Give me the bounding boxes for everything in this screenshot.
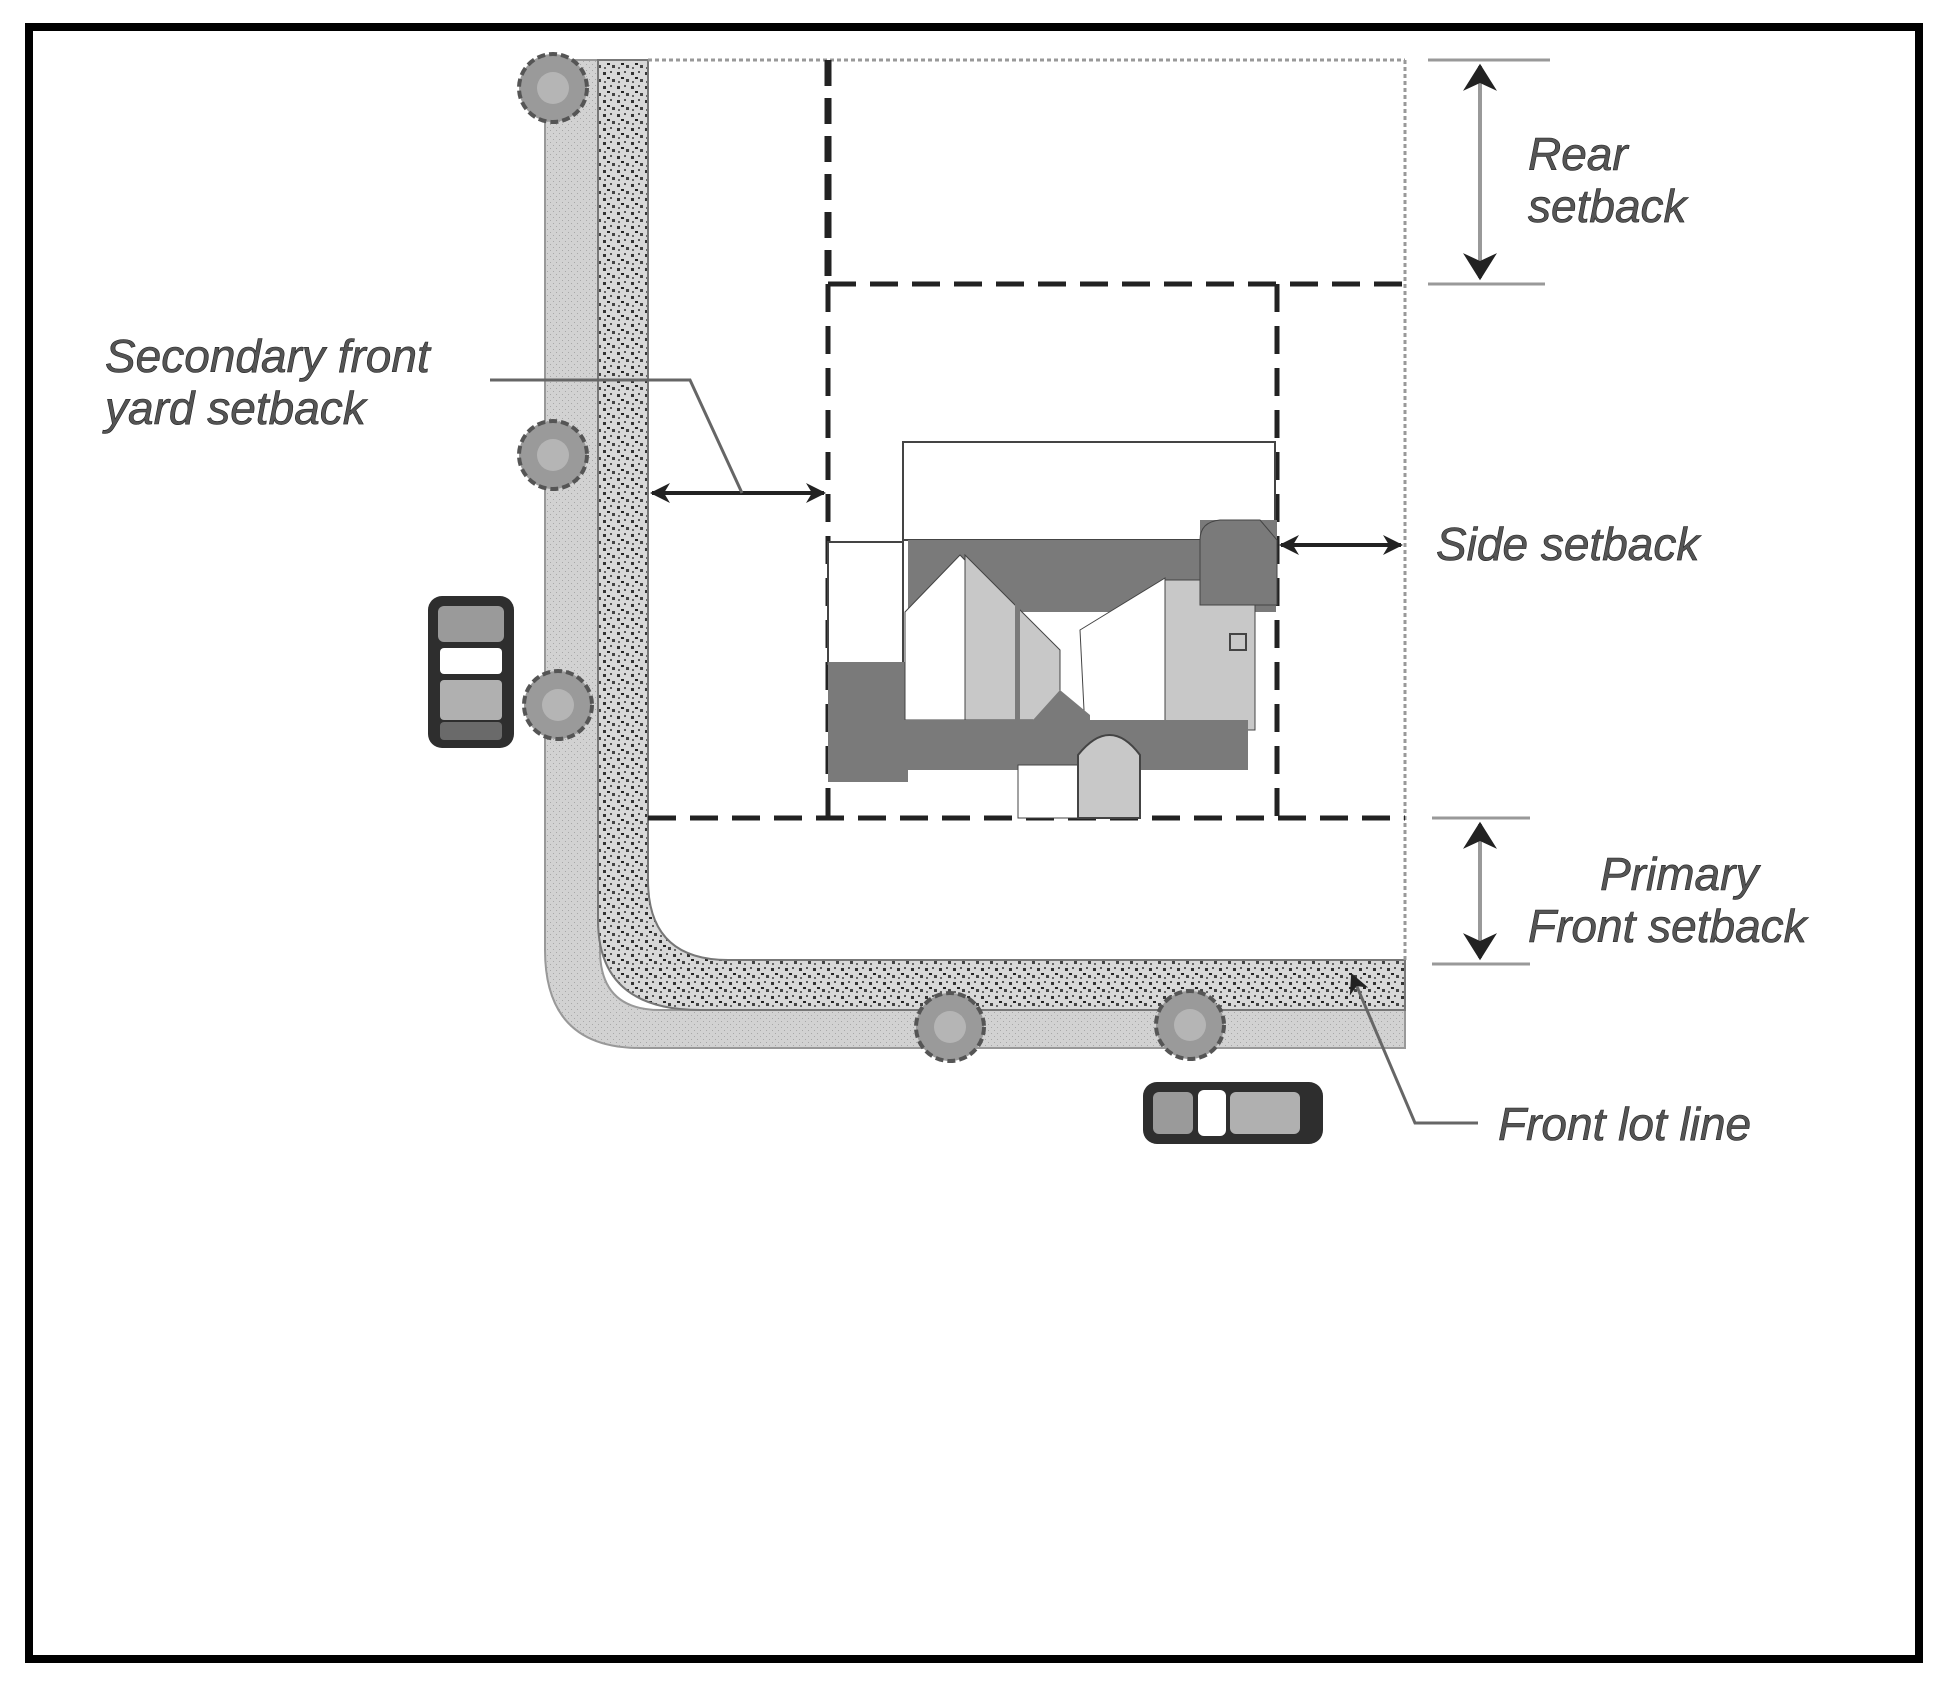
sidewalk <box>544 59 1406 1049</box>
house-icon <box>827 441 1278 819</box>
secondary-front-setback-label: Secondary front <box>105 330 432 382</box>
planting-strip <box>597 59 1406 1011</box>
rear-setback-label-line2: setback <box>1528 180 1689 232</box>
primary-front-setback-label: Primary <box>1600 848 1761 900</box>
tree-icon <box>517 419 589 491</box>
front-lot-line-label: Front lot line <box>1498 1098 1751 1150</box>
tree-icon <box>522 669 594 741</box>
outer-frame <box>25 23 1923 1663</box>
lot-lines <box>648 58 1407 962</box>
side-setback-label: Side setback <box>1436 518 1701 570</box>
secondary-front-setback-label-line2: yard setback <box>102 382 368 434</box>
primary-front-setback-label-line2: Front setback <box>1528 900 1809 952</box>
tree-icon <box>517 52 589 124</box>
tree-icon <box>1154 989 1226 1061</box>
primary-front-setback-dimension <box>1432 816 1530 966</box>
tree-icon <box>914 991 986 1063</box>
secondary-front-setback-dimension <box>490 378 826 503</box>
rear-setback-label: Rear <box>1528 128 1629 180</box>
front-lot-line-leader <box>1349 973 1478 1125</box>
rear-setback-dimension <box>1428 58 1550 286</box>
car-icon <box>428 596 514 748</box>
car-icon <box>1143 1082 1323 1144</box>
trees <box>517 52 1226 1063</box>
